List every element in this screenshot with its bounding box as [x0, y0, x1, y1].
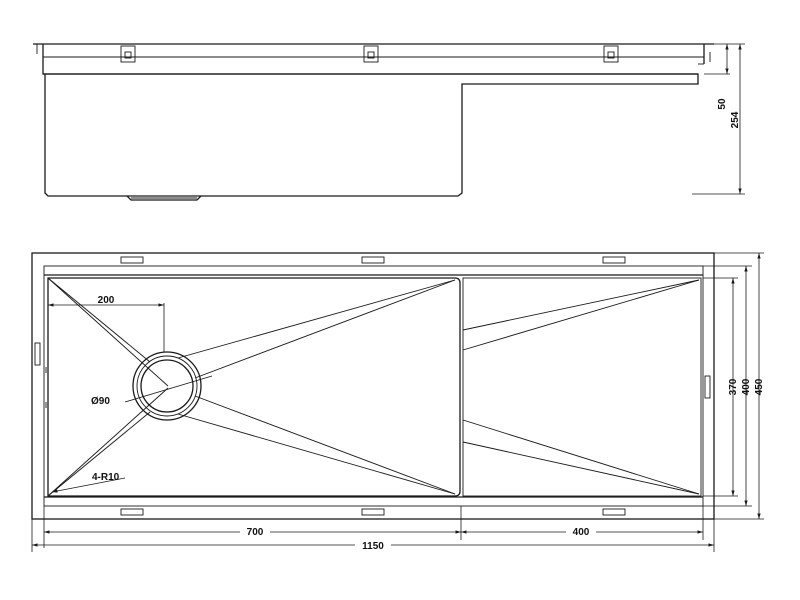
drainer-fold-lines [462, 279, 700, 495]
drain-outlet [132, 351, 202, 421]
dim-label-drain-offset: 200 [98, 295, 115, 306]
dim-label-overall-length: 1150 [362, 541, 384, 552]
mounting-clip-2 [363, 45, 379, 63]
dim-label-drain-diameter: Ø90 [91, 396, 110, 407]
mounting-clip-3 [603, 45, 619, 63]
top-view: 200 Ø90 4-R10 700 400 1150 370 400 [31, 252, 765, 552]
dim-label-drainer-width: 400 [573, 527, 590, 538]
inner-flange [43, 265, 704, 507]
outer-flange [31, 252, 715, 520]
sink-body-outline [42, 57, 699, 197]
dim-label-inner-depth: 370 [728, 378, 739, 395]
dim-label-bowl-depth: 400 [741, 378, 752, 395]
top-clip-marks [120, 256, 626, 264]
dim-label-total-height: 254 [730, 111, 741, 128]
main-bowl-outline [47, 277, 461, 497]
drain-outlet-profile [126, 195, 202, 201]
bottom-clip-marks [120, 508, 626, 516]
corner-radius-leader [51, 477, 126, 493]
side-clip-marks [34, 342, 711, 408]
bowl-fold-lines [47, 277, 456, 497]
drainer-area [462, 277, 702, 497]
dim-label-overall-depth: 450 [754, 378, 765, 395]
dim-label-corner-radius: 4-R10 [92, 472, 120, 483]
diameter-leader-line [124, 375, 213, 403]
dim-label-bowl-width: 700 [247, 527, 264, 538]
mounting-clip-1 [120, 45, 136, 63]
side-view: 50 254 [33, 43, 745, 201]
dim-label-rim-height: 50 [717, 98, 728, 110]
